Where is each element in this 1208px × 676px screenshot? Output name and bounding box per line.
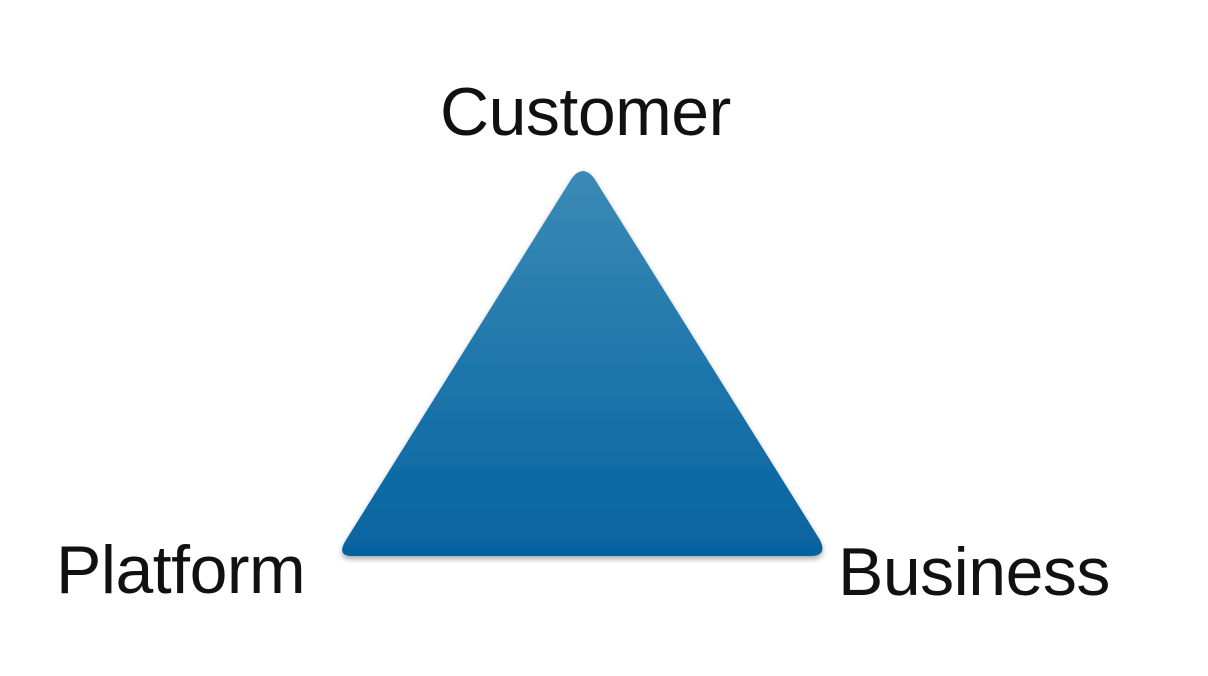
vertex-label-platform: Platform xyxy=(56,532,306,608)
vertex-label-business: Business xyxy=(838,534,1110,610)
triangle-shape xyxy=(342,171,823,556)
vertex-label-customer: Customer xyxy=(440,74,731,150)
